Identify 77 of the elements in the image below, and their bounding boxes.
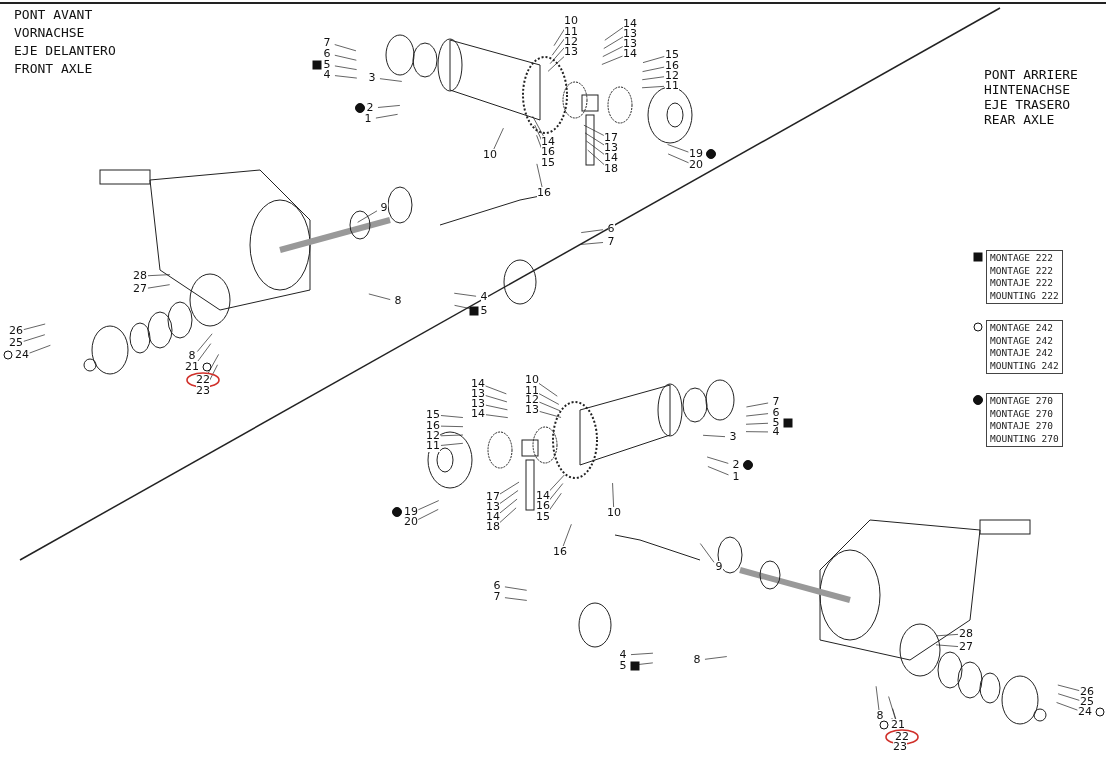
callout-number: 10 — [607, 507, 621, 519]
callout-number: 9 — [380, 202, 388, 214]
callout-number: 13 — [564, 46, 578, 58]
callout-number: 13 — [525, 404, 539, 416]
callout-number: 7 — [607, 236, 615, 248]
callout-number: 8 — [876, 710, 884, 722]
callout-number: 15 — [426, 409, 440, 421]
callout-number: 4 — [772, 426, 780, 438]
callout-number: 20 — [689, 159, 703, 171]
callout-number: 3 — [729, 431, 737, 443]
callout-number: 1 — [732, 471, 740, 483]
legend-text: MONTAGE 242 — [990, 334, 1054, 347]
callout-number: 15 — [536, 511, 550, 523]
callout-number: 18 — [604, 163, 618, 175]
axle-title: REAR AXLE — [984, 112, 1055, 127]
axle-title: VORNACHSE — [14, 25, 85, 40]
legend-text: MONTAJE 242 — [990, 347, 1054, 360]
legend-text: MONTAGE 270 — [990, 395, 1054, 408]
callout-number: 16 — [537, 187, 551, 199]
callout-number: 7 — [772, 396, 780, 408]
callout-number: 5 — [619, 660, 627, 672]
axle-title: PONT ARRIERE — [984, 67, 1078, 82]
callout-number: 18 — [486, 521, 500, 533]
callout-number: 2 — [732, 459, 740, 471]
legend-text: MONTAJE 270 — [990, 420, 1054, 433]
callout-number: 10 — [483, 149, 497, 161]
legend-text: MONTAGE 222 — [990, 252, 1054, 265]
callout-number: 8 — [693, 654, 701, 666]
callout-number: 19 — [689, 148, 703, 160]
axle-title: EJE DELANTERO — [14, 43, 116, 58]
axle-title: HINTENACHSE — [984, 82, 1071, 97]
callout-number: 24 — [15, 349, 29, 361]
callout-number: 23 — [893, 741, 907, 753]
callout-number: 14 — [471, 408, 485, 420]
callout-number: 11 — [426, 440, 440, 452]
legend-text: MOUNTING 242 — [990, 359, 1059, 372]
legend-text: MONTAJE 222 — [990, 277, 1054, 290]
callout-number: 14 — [623, 48, 637, 60]
legend-text: MOUNTING 270 — [990, 432, 1059, 445]
callout-number: 4 — [480, 291, 488, 303]
callout-number: 27 — [133, 283, 147, 295]
callout-number: 1 — [364, 113, 372, 125]
callout-number: 27 — [959, 641, 973, 653]
legend-text: MONTAGE 222 — [990, 264, 1054, 277]
callout-number: 11 — [665, 80, 679, 92]
callout-number: 25 — [9, 337, 23, 349]
callout-number: 10 — [525, 374, 539, 386]
callout-number: 15 — [541, 157, 555, 169]
callout-number: 22 — [196, 374, 210, 386]
callout-number: 7 — [323, 37, 331, 49]
callout-number: 3 — [368, 72, 376, 84]
callout-number: 21 — [185, 361, 199, 373]
callout-number: 15 — [665, 49, 679, 61]
legend-text: MOUNTING 222 — [990, 289, 1059, 302]
callout-number: 4 — [323, 69, 331, 81]
callout-number: 23 — [196, 385, 210, 397]
callout-number: 21 — [891, 719, 905, 731]
callout-number: 28 — [959, 628, 973, 640]
callout-number: 26 — [9, 325, 23, 337]
callout-number: 28 — [133, 270, 147, 282]
legend-text: MONTAGE 270 — [990, 407, 1054, 420]
callout-number: 16 — [536, 500, 550, 512]
callout-number: 16 — [553, 546, 567, 558]
axle-title: PONT AVANT — [14, 7, 93, 22]
callout-number: 6 — [607, 223, 615, 235]
callout-number: 24 — [1078, 706, 1092, 718]
legend-text: MONTAGE 242 — [990, 322, 1054, 335]
axle-title: FRONT AXLE — [14, 61, 93, 76]
axle-title: EJE TRASERO — [984, 97, 1071, 112]
callout-number: 20 — [404, 516, 418, 528]
callout-number: 5 — [480, 305, 488, 317]
callout-number: 9 — [715, 561, 723, 573]
callout-number: 10 — [564, 15, 578, 27]
callout-number: 7 — [493, 591, 501, 603]
callout-number: 16 — [541, 146, 555, 158]
callout-number: 8 — [394, 295, 402, 307]
callout-number: 14 — [604, 152, 618, 164]
